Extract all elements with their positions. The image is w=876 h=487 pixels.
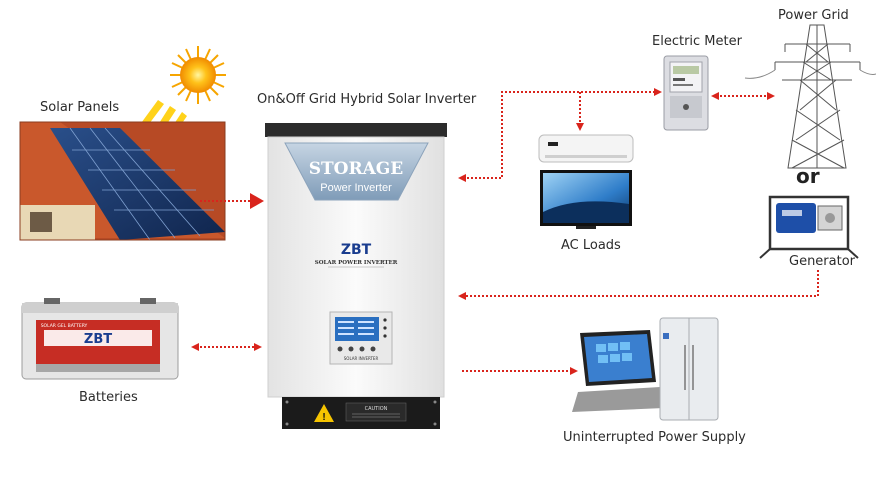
svg-text:!: !	[322, 412, 325, 423]
warning-icon	[314, 404, 334, 422]
label-power-grid: Power Grid	[778, 8, 849, 23]
air-conditioner-image	[538, 134, 634, 163]
inverter-panel-line1: STORAGE	[309, 159, 404, 179]
label-ac-loads: AC Loads	[561, 238, 621, 253]
refrigerator-image	[659, 317, 719, 421]
inverter-brand: ZBT	[341, 242, 372, 258]
label-inverter-title: On&Off Grid Hybrid Solar Inverter	[257, 92, 477, 107]
inverter-panel-line2: Power Inverter	[320, 182, 392, 194]
battery-image: ZBT SOLAR GEL BATTERY	[21, 298, 179, 380]
label-electric-meter: Electric Meter	[652, 34, 742, 49]
battery-brand: ZBT	[84, 332, 112, 347]
inverter-subtitle: SOLAR POWER INVERTER	[315, 260, 398, 266]
tv-image	[540, 170, 632, 229]
label-ups: Uninterrupted Power Supply	[563, 430, 746, 445]
connector-inverter-meter	[463, 91, 658, 179]
generator-image	[759, 195, 859, 259]
connectors	[191, 88, 819, 375]
battery-top-text: SOLAR GEL BATTERY	[41, 323, 88, 329]
lcd-caption: SOLAR INVERTER	[344, 356, 379, 361]
laptop-image	[572, 330, 664, 412]
hybrid-inverter: STORAGE Power Inverter ZBT SOLAR POWER I…	[265, 123, 447, 429]
label-batteries: Batteries	[79, 390, 138, 405]
label-or: or	[796, 164, 820, 188]
label-generator: Generator	[789, 254, 856, 269]
caution-title: CAUTION	[365, 406, 388, 412]
solar-panels-image	[19, 121, 226, 241]
label-solar-panels: Solar Panels	[40, 100, 120, 115]
power-grid-tower-image	[744, 24, 876, 169]
connector-generator-inverter	[466, 270, 819, 297]
electric-meter-image	[663, 55, 709, 131]
